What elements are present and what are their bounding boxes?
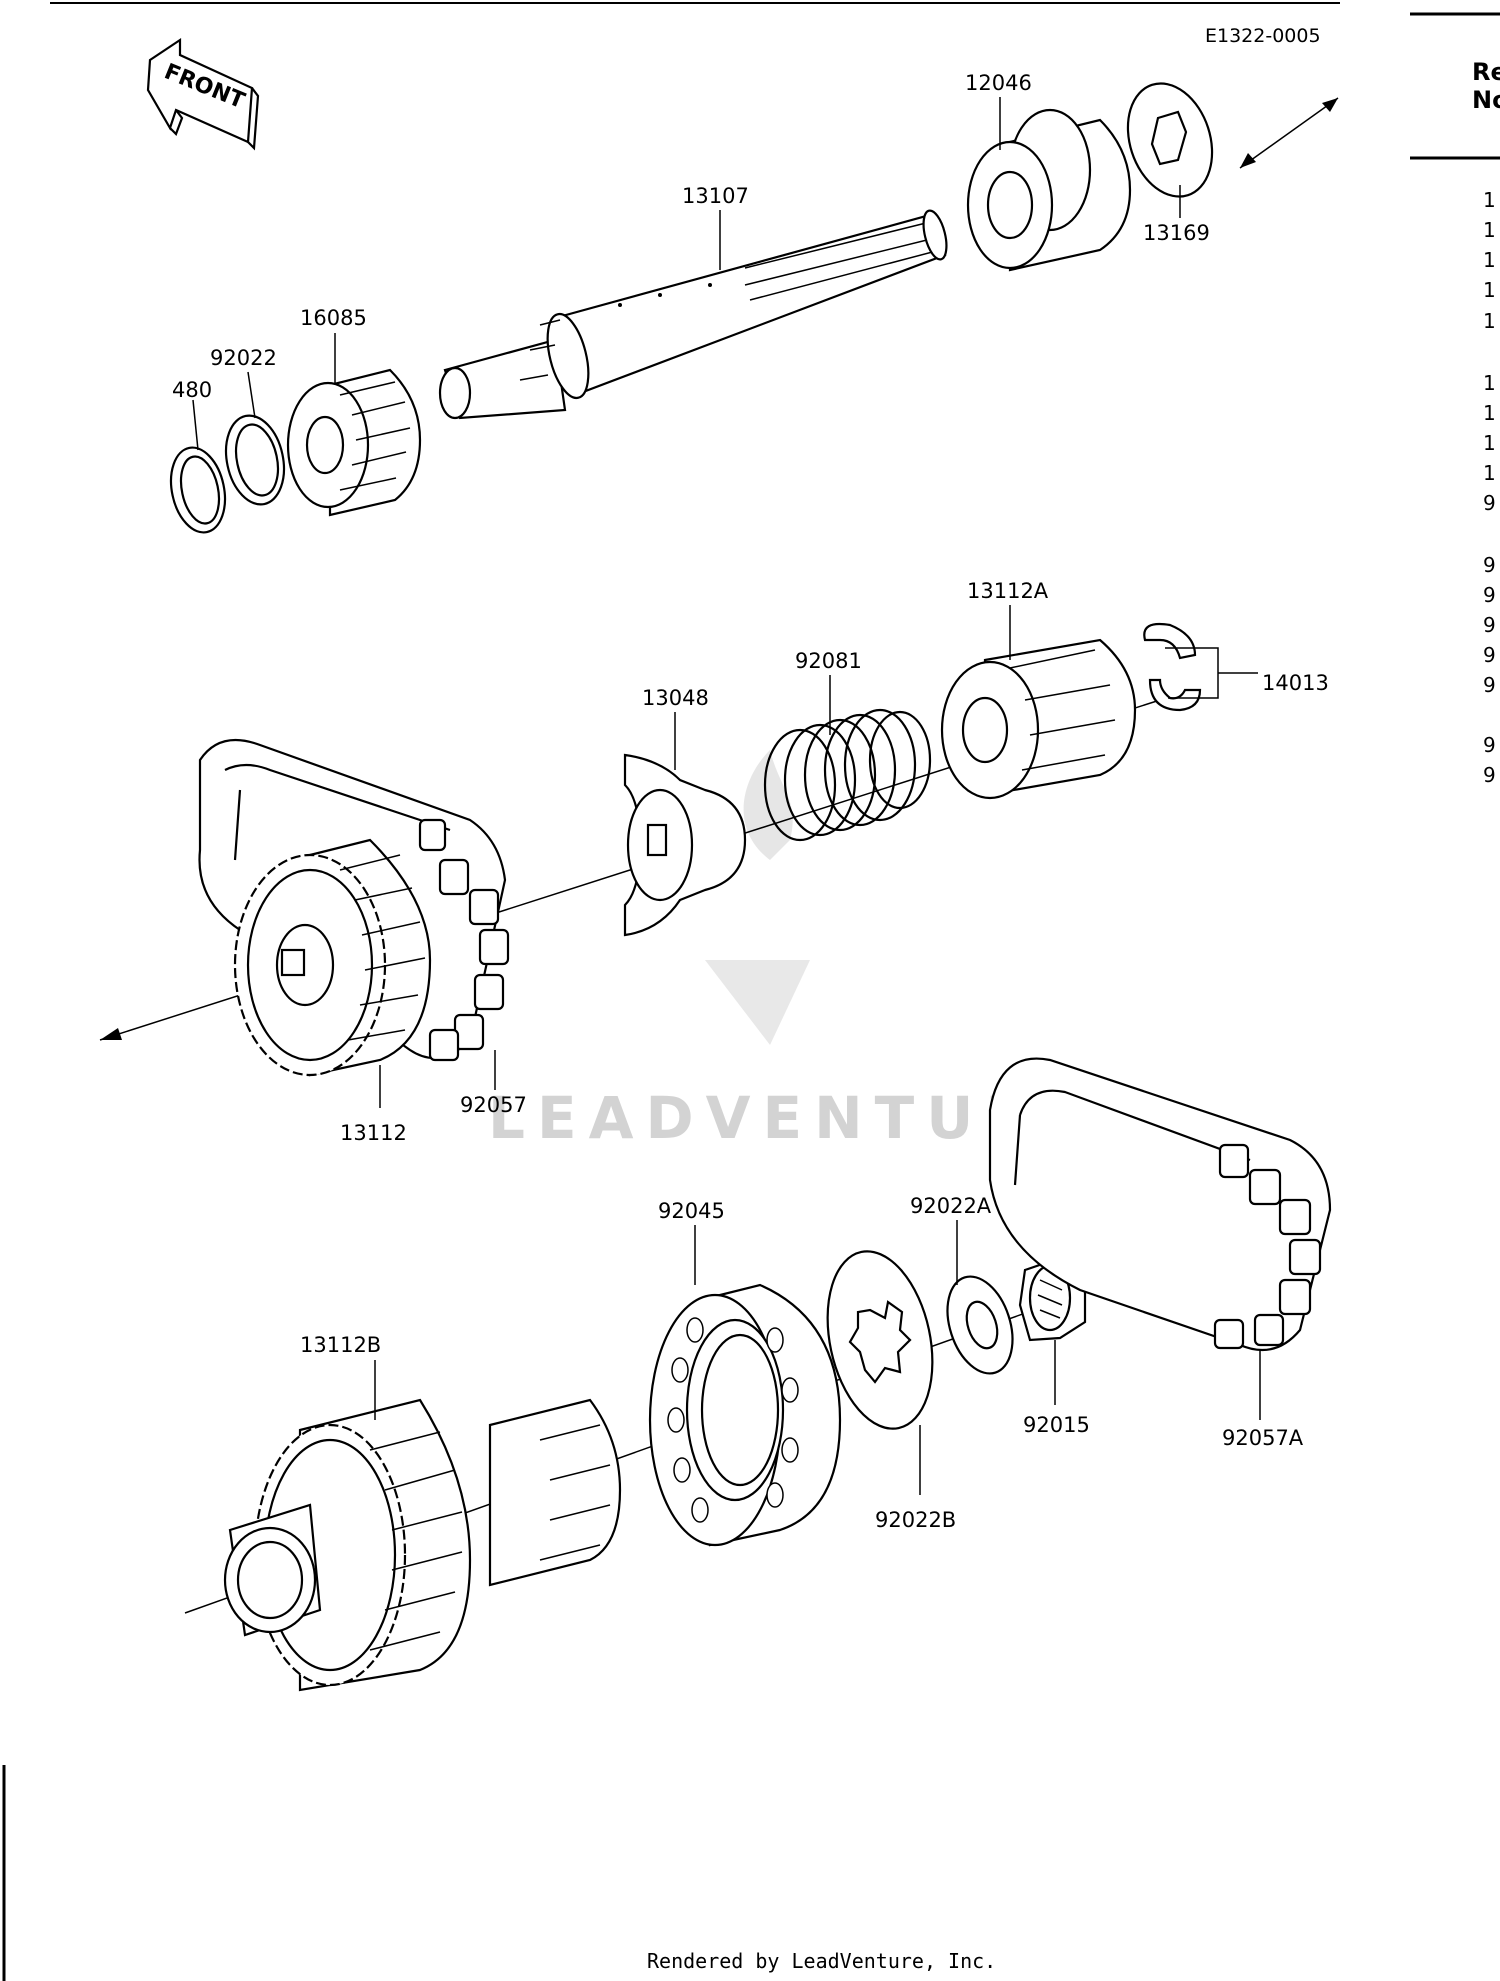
front-arrow-icon: FRONT [146, 37, 260, 151]
assembly-bottom [184, 1057, 1332, 1692]
leader-lines [192, 97, 1261, 1495]
index-char: 1 [1483, 371, 1496, 395]
label-12046: 12046 [965, 71, 1032, 95]
index-char: 1 [1483, 461, 1496, 485]
part-92022B-washer [826, 1250, 934, 1430]
index-char: 9 [1483, 553, 1496, 577]
label-13048: 13048 [642, 686, 709, 710]
part-13107-shaft [438, 209, 948, 420]
index-char: 9 [1483, 583, 1496, 607]
axis-arrowhead-top-right [1322, 98, 1338, 112]
label-92057: 92057 [460, 1093, 527, 1117]
part-480-circlip [169, 446, 227, 534]
assembly-top [169, 82, 1339, 534]
part-13112-sprocket [233, 838, 432, 1077]
side-panel-header-line1: Re [1472, 58, 1500, 86]
label-13169: 13169 [1143, 221, 1210, 245]
index-char: 1 [1483, 218, 1496, 242]
part-labels: 480 92022 16085 13107 12046 13169 13048 … [172, 71, 1329, 1532]
index-char: 1 [1483, 309, 1496, 333]
label-92057A: 92057A [1222, 1426, 1304, 1450]
leadventure-watermark: LEADVENTURE [488, 750, 1094, 1152]
label-92045: 92045 [658, 1199, 725, 1223]
label-13112B: 13112B [300, 1333, 381, 1357]
index-char: 9 [1483, 643, 1496, 667]
chain-links [418, 818, 510, 1062]
part-92081-spring [763, 708, 932, 842]
index-char: 9 [1483, 673, 1496, 697]
index-char: 1 [1483, 401, 1496, 425]
part-13048-dog [623, 753, 747, 937]
label-92015: 92015 [1023, 1413, 1090, 1437]
part-12046-gear [966, 108, 1132, 272]
part-92022-washer [224, 414, 286, 506]
part-16085-gear [286, 368, 422, 517]
index-char: 1 [1483, 278, 1496, 302]
label-14013: 14013 [1262, 671, 1329, 695]
part-13112A-gear [940, 638, 1137, 800]
label-13107: 13107 [682, 184, 749, 208]
label-92022: 92022 [210, 346, 277, 370]
watermark-text: LEADVENTURE [488, 1084, 1094, 1152]
side-panel: Re No 1 1 1 1 1 1 1 1 1 9 9 9 9 9 9 9 9 [1472, 58, 1500, 787]
label-92022A: 92022A [910, 1194, 992, 1218]
assembly-middle [99, 622, 1202, 1077]
part-92045-bearing [648, 1283, 842, 1547]
index-char: 1 [1483, 188, 1496, 212]
index-char: 1 [1483, 431, 1496, 455]
part-13169-plate [1126, 82, 1214, 198]
axis-arrowhead-middle [100, 1028, 122, 1040]
index-char: 9 [1483, 763, 1496, 787]
label-13112A: 13112A [967, 579, 1049, 603]
label-480: 480 [172, 378, 212, 402]
label-16085: 16085 [300, 306, 367, 330]
label-13112: 13112 [340, 1121, 407, 1145]
label-92022B: 92022B [875, 1508, 956, 1532]
part-92022A-washer [946, 1275, 1014, 1375]
index-char: 1 [1483, 248, 1496, 272]
index-char: 9 [1483, 613, 1496, 637]
part-13112B-gear [223, 1398, 622, 1692]
diagram-code: E1322-0005 [1205, 25, 1321, 47]
label-92081: 92081 [795, 649, 862, 673]
axis-line-top [1239, 97, 1339, 169]
axis-arrowhead-top-left [1240, 153, 1256, 168]
part-14013-retainers [1143, 622, 1202, 712]
part-92057A-chain [988, 1057, 1332, 1352]
side-panel-header-line2: No [1472, 86, 1500, 114]
index-char: 9 [1483, 733, 1496, 757]
index-char: 9 [1483, 491, 1496, 515]
footer-credit: Rendered by LeadVenture, Inc. [647, 1949, 996, 1973]
chain-links-a [1213, 1143, 1322, 1350]
